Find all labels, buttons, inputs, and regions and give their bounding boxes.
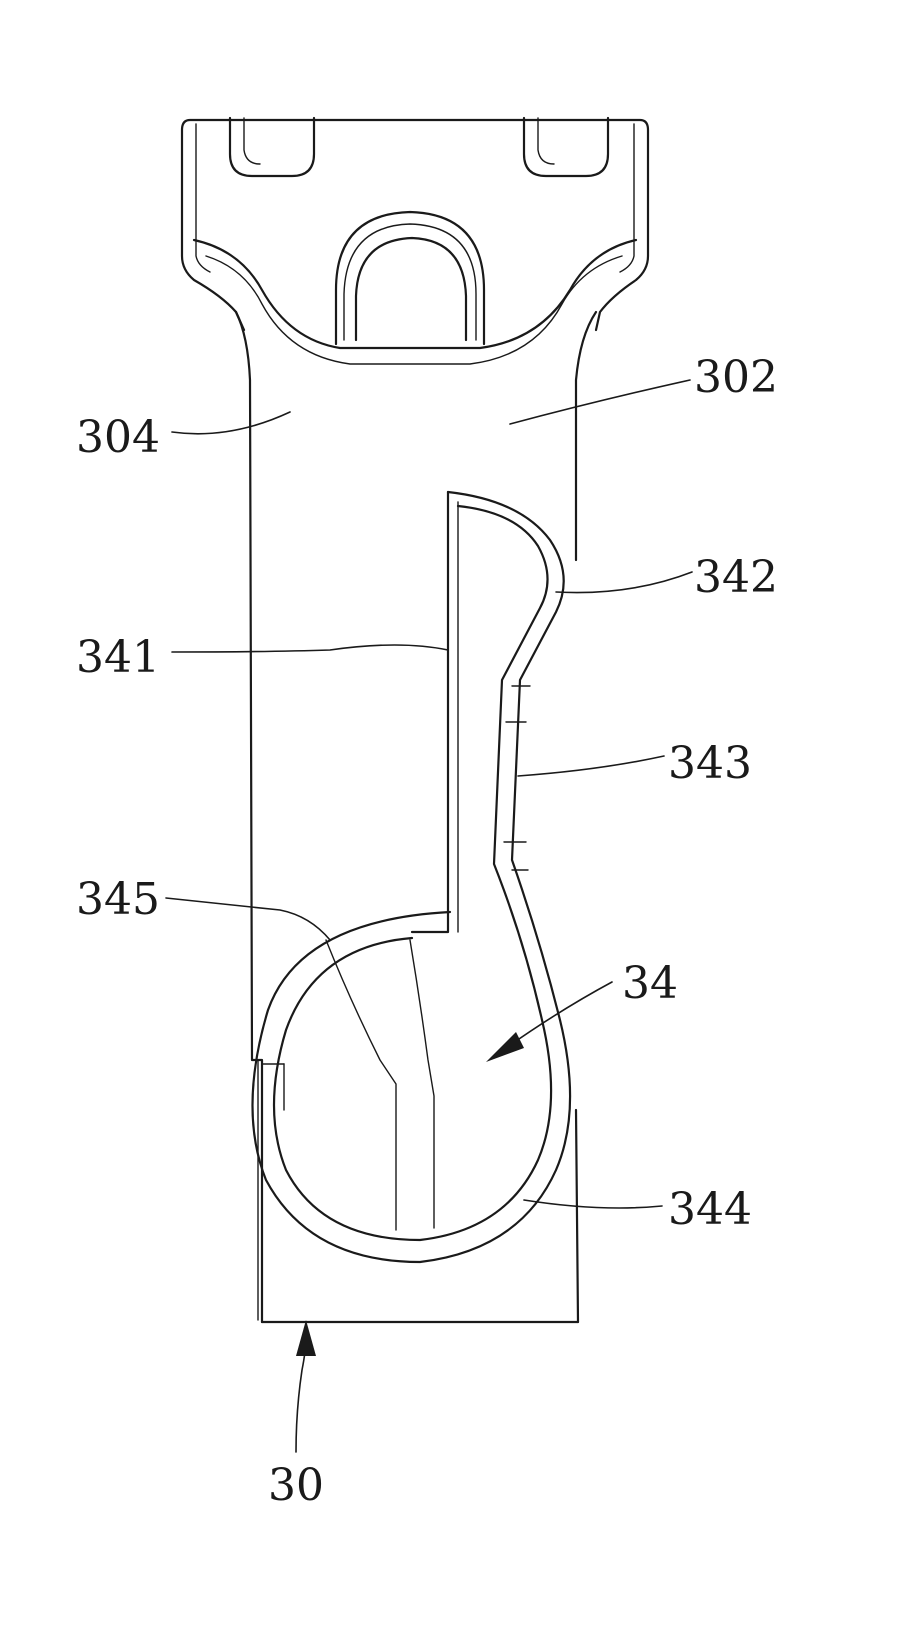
head-bevel: [196, 124, 634, 272]
slot-straight-edge: [412, 492, 448, 932]
head-outline: [182, 120, 648, 330]
label-341: 341: [76, 632, 160, 683]
right-slot-inner: [538, 118, 554, 164]
label-34: 34: [622, 958, 678, 1009]
arrowhead-34: [486, 1032, 524, 1062]
arrowhead-30: [296, 1320, 316, 1356]
label-302: 302: [694, 352, 778, 403]
leader-304: [172, 412, 290, 434]
leader-345: [166, 898, 330, 940]
spring-band-outer: [252, 492, 570, 1262]
label-342: 342: [694, 552, 778, 603]
label-304: 304: [76, 412, 160, 463]
spring-slot: [252, 492, 570, 1262]
right-slot: [524, 118, 608, 176]
main-body: [236, 312, 596, 1322]
label-30: 30: [268, 1460, 324, 1511]
leader-343: [518, 756, 664, 776]
neck-curve: [194, 240, 636, 348]
leader-341: [172, 645, 448, 652]
left-slot: [230, 118, 314, 176]
leader-lines: [166, 380, 692, 1452]
spring-band-inner: [274, 506, 551, 1240]
label-345: 345: [76, 874, 160, 925]
strut-diagonal: [326, 940, 396, 1230]
strut-vertical: [410, 940, 434, 1228]
label-344: 344: [668, 1184, 752, 1235]
label-343: 343: [668, 738, 752, 789]
left-slot-inner: [244, 118, 260, 164]
leader-344: [524, 1200, 662, 1208]
body-right-edge: [576, 312, 596, 1322]
clip-head: [182, 118, 648, 364]
leader-342: [556, 572, 692, 593]
arch-window-inner: [356, 238, 466, 340]
arch-window-middle: [344, 224, 476, 340]
leader-302: [510, 380, 690, 424]
